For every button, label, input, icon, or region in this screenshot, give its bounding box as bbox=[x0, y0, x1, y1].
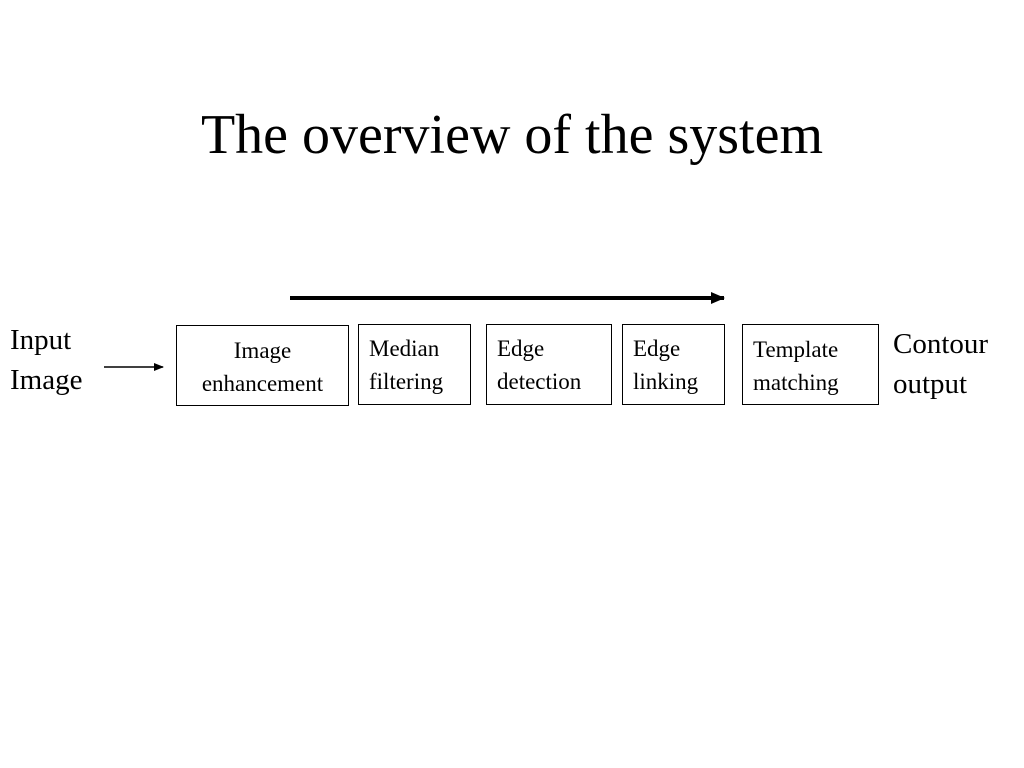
stage-label-line: enhancement bbox=[201, 371, 324, 396]
stage-image-enhancement: Image enhancement bbox=[176, 325, 349, 406]
stage-label-line: detection bbox=[497, 369, 582, 394]
stage-template-matching: Template matching bbox=[742, 324, 879, 405]
stage-label-line: Template bbox=[753, 337, 839, 362]
stage-label-line: Edge bbox=[497, 336, 545, 361]
stage-label-line: Median bbox=[369, 336, 440, 361]
output-label-line: Contour bbox=[893, 328, 989, 360]
input-label-line: Input bbox=[10, 324, 72, 356]
input-image-label: Input Image bbox=[10, 320, 82, 400]
contour-output-label: Contour output bbox=[893, 324, 988, 404]
output-label-line: output bbox=[893, 368, 968, 400]
stage-label-line: filtering bbox=[369, 369, 444, 394]
stage-median-filtering: Median filtering bbox=[358, 324, 471, 405]
stage-label-line: matching bbox=[753, 370, 839, 395]
slide-title: The overview of the system bbox=[200, 104, 824, 166]
stage-label-line: Image bbox=[233, 338, 292, 363]
stage-label-line: Edge bbox=[633, 336, 681, 361]
input-label-line: Image bbox=[10, 364, 83, 396]
stage-edge-linking: Edge linking bbox=[622, 324, 725, 405]
stage-label-line: linking bbox=[633, 369, 699, 394]
stage-edge-detection: Edge detection bbox=[486, 324, 612, 405]
